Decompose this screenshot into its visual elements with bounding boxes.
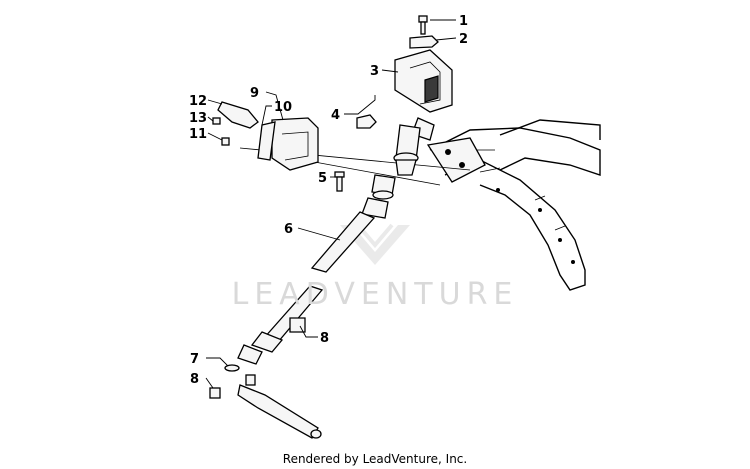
callout-4: 4 (331, 108, 340, 123)
watermark-text: LEADVENTURE (231, 277, 519, 312)
part-11-screw (221, 137, 230, 146)
callout-12: 12 (189, 94, 207, 109)
callout-7: 7 (190, 352, 199, 367)
part-8-lower-bolt (209, 374, 256, 399)
part-2-clamp (409, 35, 439, 49)
steering-head (393, 117, 435, 176)
callout-6: 6 (284, 222, 293, 237)
footer-credit: Rendered by LeadVenture, Inc. (282, 452, 468, 466)
lower-coupler (237, 317, 306, 365)
callout-11: 11 (189, 127, 207, 142)
leader-lines (205, 19, 457, 389)
universal-joint (361, 174, 396, 219)
lower-link (237, 384, 322, 439)
callout-13: 13 (189, 111, 207, 126)
chassis-frame (426, 119, 601, 291)
callout-3: 3 (370, 64, 379, 79)
callout-5: 5 (318, 171, 327, 186)
callout-9: 9 (250, 86, 259, 101)
callout-2: 2 (459, 32, 468, 47)
part-12-lever (217, 101, 259, 129)
callout-8-lower: 8 (190, 372, 199, 387)
part-7-ring (224, 364, 240, 372)
part-9-cover (271, 117, 319, 171)
part-5-bolt (334, 171, 345, 192)
part-3-mount-block (394, 49, 453, 113)
part-10-bracket (257, 121, 276, 161)
part-13-nut (212, 117, 221, 125)
part-4-spacer (356, 114, 377, 129)
callout-1: 1 (459, 14, 468, 29)
callout-10: 10 (274, 100, 292, 115)
callout-8-upper: 8 (320, 331, 329, 346)
part-6-shaft-upper (310, 211, 376, 273)
part-1-bolt (418, 15, 428, 35)
